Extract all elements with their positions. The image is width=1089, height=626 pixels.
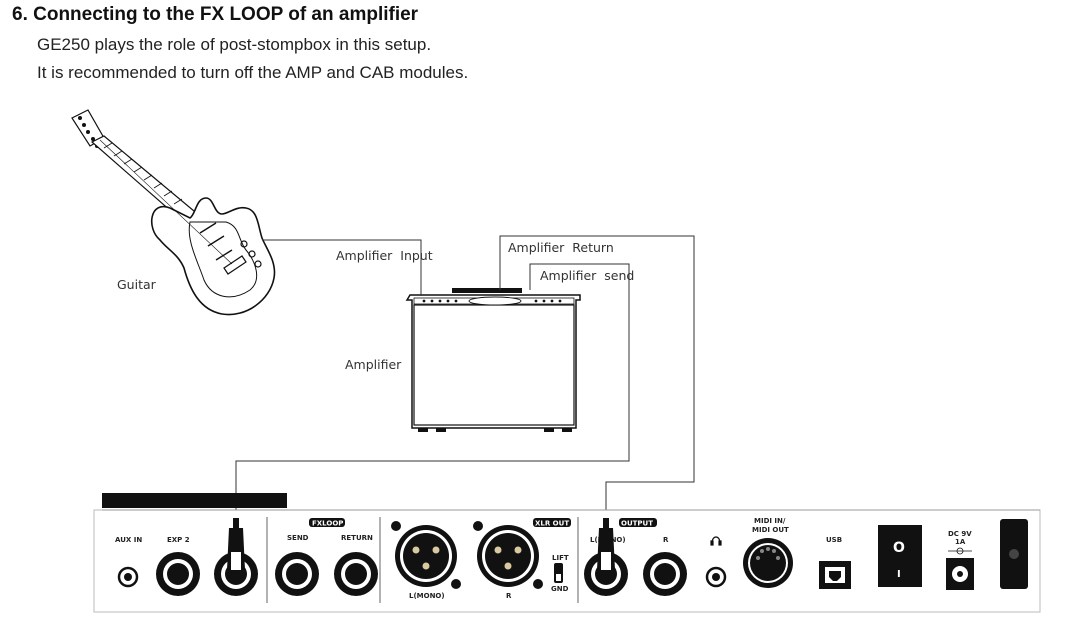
dc-power-jack[interactable]	[946, 558, 974, 590]
output-right-jack[interactable]	[643, 552, 687, 596]
dc-label-2: 1A	[955, 538, 966, 546]
fxloop-return-jack[interactable]	[334, 552, 378, 596]
fxloop-badge	[309, 518, 345, 527]
xlr-left-label: L(MONO)	[409, 592, 445, 600]
amplifier-return-label: Amplifier Return	[508, 240, 614, 255]
cable-lines	[235, 235, 695, 520]
midi-connector[interactable]	[743, 538, 793, 588]
exp2-jack[interactable]	[156, 552, 200, 596]
dc-label: DC 9V	[948, 530, 972, 538]
input-jack-with-plug[interactable]	[214, 518, 258, 596]
power-off-symbol: I	[897, 569, 901, 580]
usb-label: USB	[826, 536, 842, 544]
power-switch[interactable]: O I	[878, 525, 922, 587]
gnd-label: GND	[551, 585, 569, 593]
xlr-right-connector[interactable]	[473, 521, 543, 589]
return-label: RETURN	[341, 534, 373, 542]
usb-port[interactable]	[819, 561, 851, 589]
description-line-1: GE250 plays the role of post-stompbox in…	[37, 35, 432, 54]
ground-lift-switch[interactable]	[554, 563, 563, 583]
amplifier-send-label: Amplifier send	[540, 268, 634, 283]
fxloop-badge-label: FXLOOP	[312, 520, 343, 528]
xlr-left-connector[interactable]	[391, 521, 461, 589]
guitar-illustration	[71, 109, 276, 316]
amplifier-label: Amplifier	[345, 357, 402, 372]
fxloop-send-jack[interactable]	[275, 552, 319, 596]
output-right-label: R	[663, 536, 669, 544]
exp2-label: EXP 2	[167, 536, 190, 544]
aux-in-label: AUX IN	[115, 536, 142, 544]
amplifier-illustration	[405, 288, 581, 432]
strap-lock	[1000, 519, 1028, 589]
output-left-jack-with-plug[interactable]	[584, 518, 628, 596]
send-label: SEND	[287, 534, 309, 542]
headphone-jack[interactable]	[705, 566, 727, 588]
power-on-symbol: O	[893, 540, 905, 556]
output-badge	[619, 518, 657, 527]
midi-label: MIDI IN/	[754, 517, 786, 525]
output-badge-label: OUTPUT	[621, 520, 653, 528]
headphone-icon	[710, 536, 722, 546]
lift-label: LIFT	[552, 554, 569, 562]
xlr-right-label: R	[506, 592, 512, 600]
dc-polarity-icon	[948, 547, 972, 555]
description-line-2: It is recommended to turn off the AMP an…	[37, 63, 469, 82]
aux-in-jack[interactable]	[117, 566, 139, 588]
amplifier-input-label: Amplifier Input	[336, 248, 433, 263]
page-title: 6. Connecting to the FX LOOP of an ampli…	[12, 4, 419, 25]
panel-separators	[266, 517, 579, 603]
midi-label-2: MIDI OUT	[752, 526, 789, 534]
panel-top-bar	[102, 493, 287, 508]
xlr-out-badge	[533, 518, 571, 527]
xlr-out-badge-label: XLR OUT	[535, 520, 569, 528]
guitar-label: Guitar	[117, 277, 157, 292]
